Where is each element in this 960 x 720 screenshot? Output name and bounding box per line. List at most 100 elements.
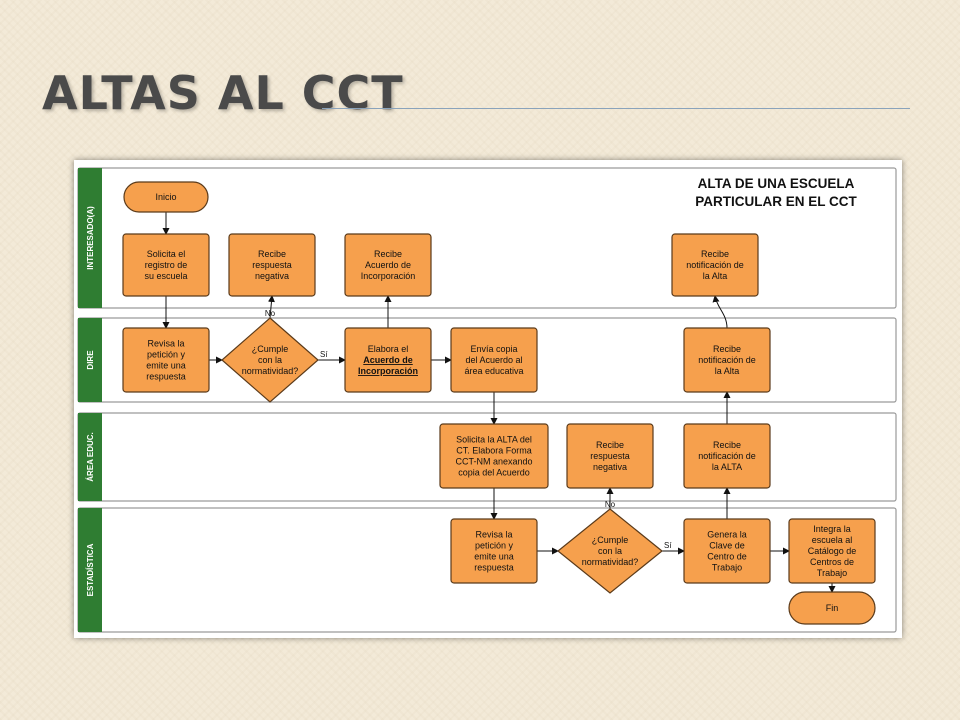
node-text: Incorporación [361,271,416,281]
node-text: emite una [474,552,514,562]
node-text: respuesta [146,372,186,382]
node-text: Incorporación [358,366,418,376]
swimlane-header [78,508,102,632]
node-text: Recibe [713,440,741,450]
process-shape [439,423,549,489]
title-divider [322,108,910,109]
node-text: Integra la [813,524,851,534]
flow-arrow: No [265,295,276,319]
node-text: Centros de [810,557,854,567]
flow-arrow: No [605,487,616,509]
process-shape [788,518,876,584]
node-text: normatividad? [242,366,299,376]
node-text: normatividad? [582,557,639,567]
process-shape [450,327,538,393]
arrow-line [267,295,275,319]
node-text: Recibe [374,249,402,259]
edge-label: No [265,309,276,318]
node-text: escuela al [812,535,853,545]
arrow-line [712,295,728,329]
node-inicio: Inicio [123,181,209,213]
process-shape [344,233,432,297]
swimlane-header [78,318,102,402]
node-text: Recibe [701,249,729,259]
process-shape [450,518,538,584]
swimlane-label: ÁREA EDUC. [86,432,95,481]
diagram-title-line: ALTA DE UNA ESCUELA [698,176,855,191]
swimlane-label: ESTADÍSTICA [86,543,95,596]
node-text: copia del Acuerdo [458,468,530,478]
node-text: su escuela [144,271,187,281]
process-shape [566,423,654,489]
node-fin: Fin [788,591,876,625]
terminal-shape [123,181,209,213]
node-text: negativa [255,271,289,281]
swimlane-label: DIRE [86,350,95,370]
node-text: Trabajo [817,568,847,578]
process-shape [683,423,771,489]
node-text: negativa [593,462,627,472]
node-text: la ALTA [712,462,742,472]
process-shape [683,327,771,393]
edge-label: Sí [664,541,672,550]
edge-label: No [605,500,616,509]
node-text: ¿Cumple [592,535,629,545]
process-shape [122,327,210,393]
node-text: Recibe [713,344,741,354]
node-text: Revisa la [475,530,512,540]
decision-shape [221,317,319,403]
process-shape [228,233,316,297]
node-text: Clave de [709,541,745,551]
node-text: Envía copia [470,344,517,354]
node-text: la Alta [715,366,740,376]
node-text: Inicio [155,192,176,202]
node-text: Elabora el [368,344,409,354]
node-text: la Alta [703,271,728,281]
terminal-shape [788,591,876,625]
swimlane-header [78,168,102,308]
process-shape [683,518,771,584]
node-text: notificación de [698,451,756,461]
node-text: Centro de [707,552,747,562]
node-text: registro de [145,260,188,270]
node-text: notificación de [698,355,756,365]
node-text: con la [598,546,622,556]
node-text: Recibe [596,440,624,450]
process-shape [671,233,759,297]
node-text: petición y [475,541,514,551]
node-text: emite una [146,361,186,371]
slide-title: ALTAS AL CCT [42,66,404,120]
node-text: Catálogo de [808,546,857,556]
node-text: CT. Elabora Forma [456,446,532,456]
flow-arrow: Sí [662,541,685,555]
node-text: respuesta [474,563,514,573]
node-text: respuesta [252,260,292,270]
flow-arrow: Sí [318,350,346,364]
node-text: respuesta [590,451,630,461]
node-text: Solicita el [147,249,186,259]
node-text: notificación de [686,260,744,270]
flow-arrow [712,295,728,329]
node-text: área educativa [464,366,523,376]
node-text: CCT-NM anexando [455,457,532,467]
node-text: Acuerdo de [363,355,413,365]
node-text: del Acuerdo al [465,355,522,365]
node-text: con la [258,355,282,365]
node-text: Trabajo [712,563,742,573]
